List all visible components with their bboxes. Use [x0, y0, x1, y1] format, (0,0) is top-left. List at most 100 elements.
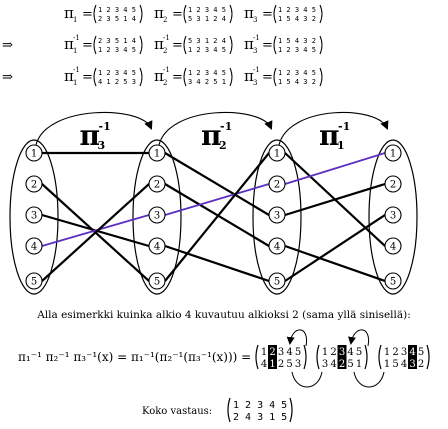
element-node: 4: [268, 237, 286, 255]
mapping-edges: [41, 151, 386, 283]
arc-label: π-11: [319, 119, 350, 152]
matrix-bottom-row: 3 4 2 5 1: [188, 78, 226, 86]
equals-sign: =: [172, 38, 183, 53]
left-paren: [93, 67, 97, 87]
right-paren: [319, 35, 323, 55]
node-circle: [384, 206, 402, 224]
implies-arrow: ⇒: [2, 70, 13, 85]
node-label: 4: [274, 242, 280, 253]
matrix-bottom-cell: 3: [409, 359, 415, 370]
matrix-top-cell: 1: [322, 347, 328, 358]
equals-sign: =: [82, 70, 93, 85]
node-label: 3: [154, 211, 160, 222]
arc-arrow: [158, 111, 273, 146]
left-paren: [227, 397, 231, 423]
element-node: 2: [25, 175, 43, 193]
node-circle: [384, 272, 402, 290]
subscript: 1: [73, 79, 77, 87]
link-arrow: [353, 371, 385, 388]
superscript: -1: [253, 34, 260, 42]
composition-formula: π₁⁻¹ π₂⁻¹ π₃⁻¹(x) = π₁⁻¹(π₂⁻¹(π₃⁻¹(x))) …: [18, 329, 430, 388]
subscript: 1: [337, 139, 345, 152]
matrix-top-cell: 1: [384, 347, 390, 358]
node-circle: [25, 237, 43, 255]
superscript: -1: [99, 120, 111, 133]
permutation-term: π-12=5 3 1 2 41 2 3 4 5: [154, 34, 233, 55]
node-label: 5: [274, 277, 280, 288]
matrix-top-cell: 5: [356, 347, 362, 358]
subscript: 3: [253, 79, 257, 87]
equals-sign: =: [262, 7, 273, 22]
matrix-bottom-cell: 1: [356, 359, 362, 370]
element-node: 4: [25, 237, 43, 255]
matrix-top-cell: 3: [401, 347, 407, 358]
matrix-top-row: 1 5 4 3 2: [278, 37, 316, 45]
node-circle: [25, 272, 43, 290]
node-circle: [25, 144, 43, 162]
node-circle: [148, 144, 166, 162]
superscript: -1: [73, 66, 80, 74]
final-answer: Koko vastaus:1 2 3 4 52 4 3 1 5: [142, 397, 293, 423]
right-paren: [229, 67, 233, 87]
matrix-bottom-cell: 1: [384, 359, 390, 370]
element-node: 1: [384, 144, 402, 162]
left-paren: [183, 67, 187, 87]
matrix-bottom-cell: 2: [339, 359, 345, 370]
arc-label: π-12: [201, 119, 232, 152]
element-node: 1: [148, 144, 166, 162]
subscript: 3: [253, 16, 257, 24]
node-circle: [25, 175, 43, 193]
pi-symbol: π: [244, 4, 254, 22]
node-circle: [148, 175, 166, 193]
element-node: 3: [25, 206, 43, 224]
matrix-bottom-row: 1 2 3 4 5: [188, 46, 226, 54]
pi-symbol: π: [64, 4, 74, 22]
right-paren: [319, 67, 323, 87]
subscript: 1: [73, 16, 77, 24]
node-circle: [148, 206, 166, 224]
permutation-term: π-11=1 2 3 4 54 1 2 5 3: [64, 66, 143, 87]
matrix-bottom-cell: 4: [330, 359, 336, 370]
pi-symbol: π: [244, 67, 254, 85]
node-label: 1: [154, 149, 160, 160]
left-paren: [93, 4, 97, 24]
element-node: 2: [384, 175, 402, 193]
node-circle: [384, 144, 402, 162]
node-label: 2: [274, 180, 280, 191]
pi-symbol: π: [154, 67, 164, 85]
matrix-top-row: 1 2 3 4 5: [98, 6, 136, 14]
matrix-bottom-cell: 4: [261, 359, 267, 370]
mapping-edge: [284, 214, 386, 282]
equals-sign: =: [172, 7, 183, 22]
pi-symbol: π: [64, 35, 74, 53]
node-label: 3: [274, 211, 280, 222]
node-label: 5: [31, 277, 37, 288]
node-circle: [268, 272, 286, 290]
superscript: -1: [220, 120, 232, 133]
node-circle: [268, 237, 286, 255]
highlight-box: [408, 345, 417, 369]
arc-arrow: [278, 111, 389, 146]
element-node: 3: [384, 206, 402, 224]
matrix-bottom-row: 1 5 4 3 2: [278, 78, 316, 86]
subscript: 1: [73, 47, 77, 55]
matrix-top-cell: 2: [392, 347, 398, 358]
permutation-term: π-13=1 2 3 4 51 5 4 3 2: [244, 66, 323, 87]
node-circle: [268, 144, 286, 162]
mapping-edge: [41, 183, 150, 282]
matrix-bottom-row: 1 2 3 4 5: [98, 46, 136, 54]
formula-lhs: π₁⁻¹ π₂⁻¹ π₃⁻¹(x) = π₁⁻¹(π₂⁻¹(π₃⁻¹(x))) …: [18, 350, 251, 364]
matrix-top-row: 1 2 3 4 5: [188, 69, 226, 77]
pi-symbol: π: [64, 67, 74, 85]
node-label: 2: [390, 180, 396, 191]
matrix-top-row: 1 2 3 4 5: [278, 6, 316, 14]
mapping-edge: [164, 152, 270, 282]
arc-label: π-13: [80, 119, 111, 152]
matrix-top-cell: 5: [418, 347, 424, 358]
subscript: 3: [98, 139, 106, 152]
subscript: 2: [163, 16, 167, 24]
left-paren: [93, 35, 97, 55]
